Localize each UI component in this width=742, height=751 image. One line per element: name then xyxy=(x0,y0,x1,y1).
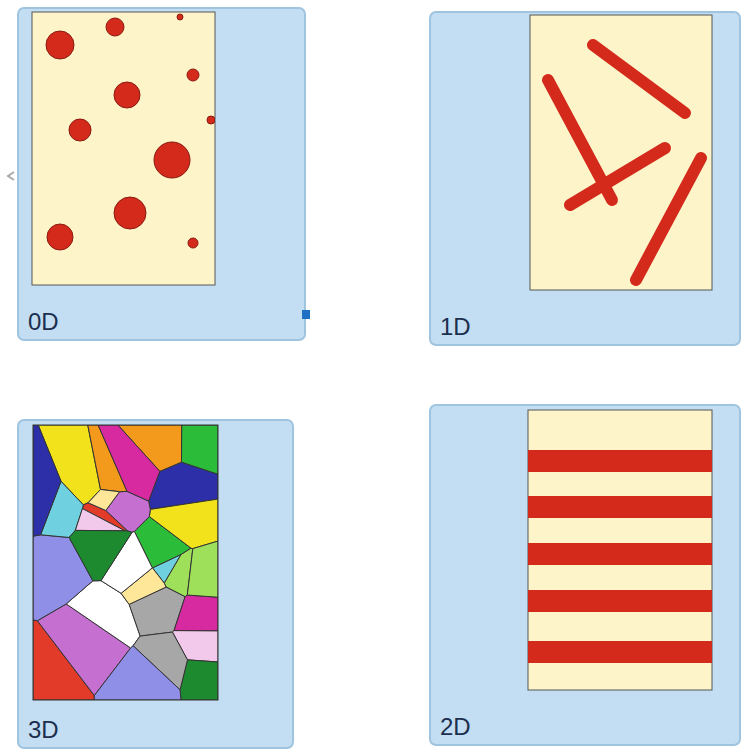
grain xyxy=(98,425,160,501)
panel-ground xyxy=(18,8,305,340)
panel-ground xyxy=(430,405,740,745)
cream-ground xyxy=(528,410,712,690)
rods xyxy=(548,45,701,280)
grain xyxy=(33,425,61,536)
structure-panel: 1D xyxy=(430,12,740,345)
grain xyxy=(187,541,218,597)
layers xyxy=(528,450,712,663)
dimension-label: 1D xyxy=(430,315,471,345)
grain xyxy=(69,530,132,580)
cream-ground xyxy=(530,15,712,290)
dots xyxy=(46,14,215,250)
dimension-label: 2D xyxy=(430,715,471,745)
structure-panel: 2D xyxy=(430,405,740,745)
grain xyxy=(94,646,181,700)
panel-ground xyxy=(18,420,293,748)
panel-ground xyxy=(430,12,740,345)
grain xyxy=(149,499,218,549)
grain xyxy=(174,595,218,631)
grain xyxy=(181,425,218,474)
structure-panel: 3D xyxy=(18,420,293,748)
marker-square xyxy=(302,310,310,319)
grain xyxy=(75,509,125,531)
grain-border xyxy=(33,425,218,700)
dimension-label: 0D xyxy=(18,310,59,340)
grains xyxy=(33,425,218,700)
grain xyxy=(88,489,119,510)
cream-ground xyxy=(32,12,215,285)
marker-tick xyxy=(8,172,14,180)
structure-panel: 0D xyxy=(18,8,305,340)
dimension-label: 3D xyxy=(18,718,59,748)
